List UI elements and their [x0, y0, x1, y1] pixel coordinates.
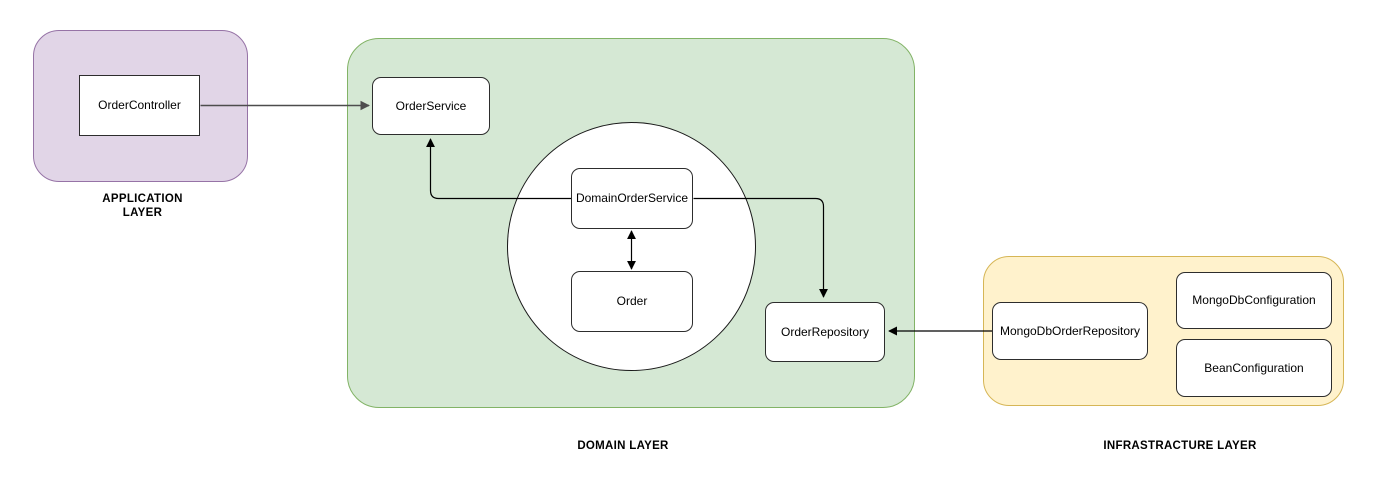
node-domain-order-service: DomainOrderService	[571, 168, 693, 229]
application-layer-label: APPLICATION LAYER	[102, 193, 183, 220]
edge-domainorderservice-to-orderservice	[426, 138, 572, 200]
infrastructure-layer-label: INFRASTRACTURE LAYER	[1103, 440, 1257, 452]
edge-domainorderservice-to-orderrepository	[693, 197, 828, 298]
node-order-repository: OrderRepository	[765, 302, 885, 362]
node-order-controller: OrderController	[79, 75, 200, 136]
node-order: Order	[571, 271, 693, 332]
node-order-service: OrderService	[372, 77, 490, 135]
node-mongodb-configuration: MongoDbConfiguration	[1176, 272, 1332, 329]
node-bean-configuration: BeanConfiguration	[1176, 339, 1332, 397]
domain-layer-label: DOMAIN LAYER	[577, 440, 669, 452]
node-mongodb-order-repository: MongoDbOrderRepository	[992, 302, 1148, 360]
